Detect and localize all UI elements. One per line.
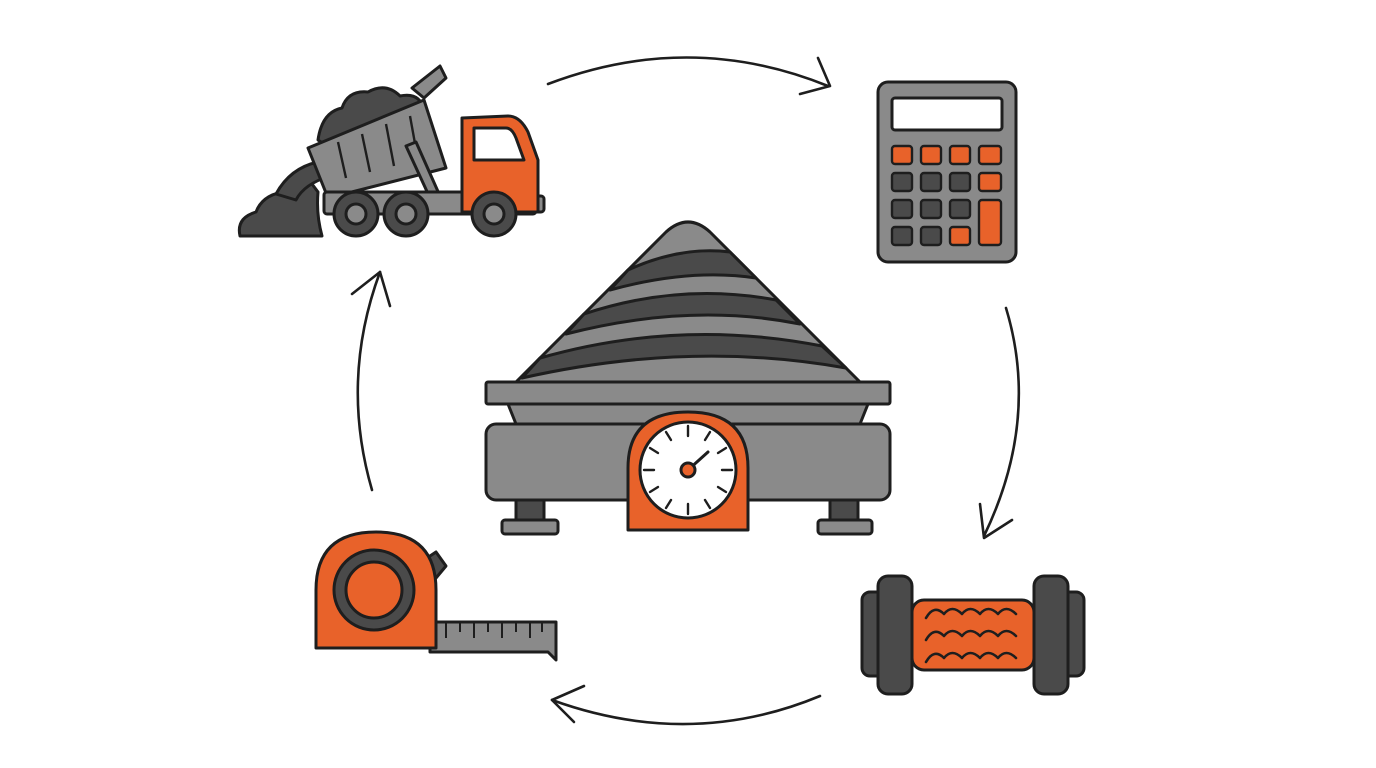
spring-coils bbox=[924, 607, 1018, 664]
arrow-tape-to-truck bbox=[350, 270, 392, 492]
truck-wheels bbox=[332, 190, 518, 238]
tape-blade bbox=[428, 620, 558, 662]
spring-roller-icon bbox=[860, 574, 1086, 696]
arrow-truck-to-calculator bbox=[546, 56, 832, 96]
calculator-icon bbox=[876, 80, 1018, 264]
dump-truck-icon bbox=[237, 64, 546, 238]
material-pile bbox=[514, 220, 862, 384]
tape-measure-icon bbox=[314, 530, 558, 662]
calculator-keys bbox=[890, 144, 1003, 247]
arrow-roller-to-tape bbox=[550, 684, 822, 726]
tape-ticks bbox=[445, 622, 543, 638]
scale-with-pile-icon bbox=[484, 220, 892, 536]
arrow-calculator-to-roller bbox=[978, 306, 1021, 540]
weight-gauge-icon bbox=[626, 410, 750, 532]
calculator-display bbox=[890, 96, 1004, 132]
